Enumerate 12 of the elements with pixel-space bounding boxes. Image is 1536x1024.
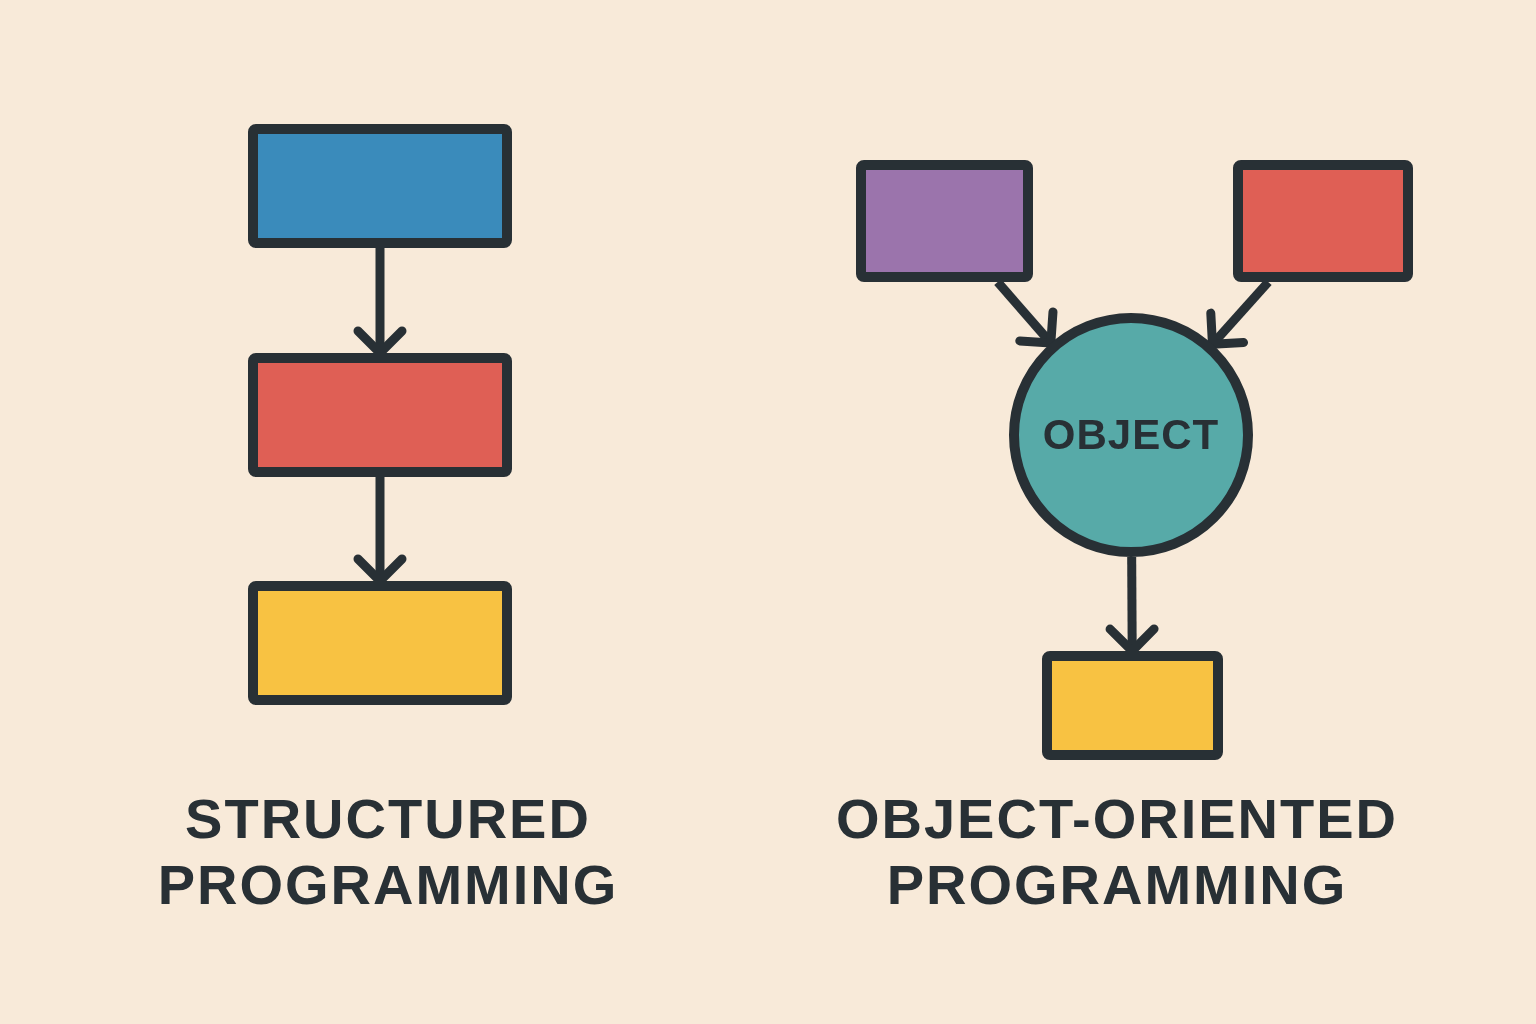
process-box: [1233, 160, 1413, 282]
object-circle: [1009, 313, 1253, 557]
arrow: [1206, 279, 1272, 349]
caption: OBJECT-ORIENTED PROGRAMMING: [834, 786, 1400, 918]
process-box: [1042, 651, 1223, 760]
process-box: [856, 160, 1033, 282]
caption: STRUCTURED PROGRAMMING: [156, 786, 620, 918]
process-box: [248, 581, 512, 705]
node-label: OBJECT: [1042, 411, 1220, 459]
arrow: [994, 279, 1058, 348]
process-box: [248, 124, 512, 248]
process-box: [248, 353, 512, 477]
